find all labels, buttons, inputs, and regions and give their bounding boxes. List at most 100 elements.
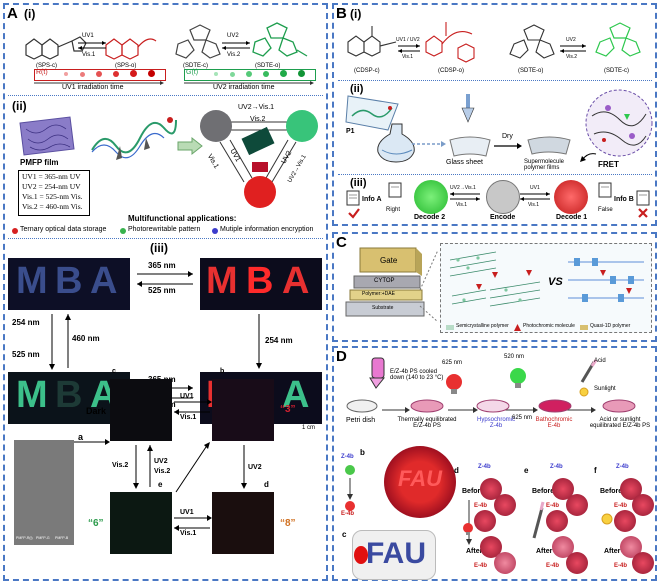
dish-e-before-3	[546, 510, 568, 532]
dish-f-after-2	[632, 552, 654, 574]
uv2-time-arrow	[184, 81, 314, 85]
uv2-vertical: UV2	[154, 458, 168, 465]
dish-f-before-2	[632, 494, 654, 516]
legend-photochromic-swatch	[514, 324, 521, 331]
gate-label: Gate	[380, 256, 398, 265]
molecule-sdte-c-b	[595, 22, 641, 57]
divider-b1	[338, 80, 652, 81]
g-dot-3	[246, 71, 252, 77]
z4b-e4b-marker	[345, 465, 355, 511]
after-d: After	[466, 548, 483, 555]
z4b-label: Z-4b	[341, 454, 354, 460]
r-dot-4	[113, 71, 119, 77]
state-red-square	[252, 162, 268, 172]
nm520-label: 520 nm	[504, 354, 525, 360]
col-d-e4b: E-4b	[474, 503, 488, 509]
decode2-label: Decode 2	[414, 214, 446, 221]
pmfp-film-label: PMFP film	[20, 158, 59, 167]
arrows-254-460-left	[49, 314, 71, 370]
dropper-icon	[461, 94, 475, 123]
d-e-label: e	[524, 466, 529, 475]
nm460-left: 460 nm	[72, 334, 100, 343]
d-c-label: c	[342, 530, 347, 539]
b-equilibrium-1	[398, 44, 420, 53]
nm525-top: 525 nm	[148, 286, 176, 295]
legend-quasi-swatch	[580, 325, 588, 330]
false-doc	[598, 182, 612, 198]
uv1-time-label: UV1 irradiation time	[62, 84, 124, 91]
mba-blue-photo	[8, 258, 130, 310]
col-f-e4b-after: E-4b	[614, 563, 628, 569]
panel-a-sub-ii: (ii)	[12, 99, 27, 113]
state-green-circle	[286, 110, 318, 142]
panel-a-sub-i: (i)	[24, 7, 36, 21]
panel-b-sub-iii: (iii)	[350, 177, 367, 189]
mba-green-photo	[8, 372, 130, 424]
nm254-right: 254 nm	[265, 336, 293, 345]
molecule-sps-o	[105, 38, 157, 60]
label-c: c	[112, 368, 116, 375]
legend-quasi: Quasi-1D polymer	[590, 323, 631, 329]
vis1-label: Vis.1	[82, 52, 96, 58]
sdte-c-label: (SDTE-c)	[183, 63, 208, 69]
divider-b2	[338, 174, 652, 175]
uv2-vis1-label: UV2→Vis.1	[450, 185, 476, 191]
b-ii-dashed-arrows	[412, 141, 446, 147]
app-3: Mutiple information encryption	[220, 226, 314, 233]
panel-b-sub-ii: (ii)	[350, 83, 364, 95]
panel-b-label: B	[336, 5, 347, 22]
d-b-label: b	[360, 448, 365, 457]
films-label: Supermolecule polymer films	[524, 159, 565, 171]
before-d: Before	[462, 488, 485, 495]
info-a-label: Info A	[362, 196, 382, 203]
petri-dish-icon	[346, 399, 378, 413]
vis1-small-label: Vis.1	[456, 202, 468, 208]
col-f-sun-icon	[601, 513, 613, 525]
col-d-e4b-after: E-4b	[474, 563, 488, 569]
vertical-arrows	[133, 445, 247, 489]
fret-label: FRET	[598, 160, 619, 169]
bulb-520-icon	[510, 368, 526, 388]
morphology-box	[440, 243, 652, 333]
molecule-sps-c	[25, 36, 87, 60]
info-b-doc	[636, 190, 650, 206]
sunlight-label: Sunlight	[594, 386, 616, 392]
molecule-sdte-c	[175, 24, 221, 59]
right-label: Right	[386, 207, 401, 213]
legend-semicrystalline: Semicrystalline polymer	[456, 323, 509, 329]
legend-semicrystalline-swatch	[446, 325, 454, 330]
label-3: “3”	[280, 404, 296, 415]
step-batho: Bathochromic E-4b	[535, 417, 573, 429]
uv1-time-arrow	[34, 81, 164, 85]
check-icon	[348, 208, 360, 219]
decode1-disk	[554, 180, 588, 214]
b-equilibrium-2	[560, 44, 586, 53]
dish-d-before-3	[474, 510, 496, 532]
after-e: After	[536, 548, 553, 555]
before-f: Before	[600, 488, 623, 495]
col-f-e4b: E-4b	[614, 503, 628, 509]
g-dot-1	[214, 72, 218, 76]
vis1-bottom-arrow: Vis.1	[180, 530, 197, 537]
label-d: d	[264, 480, 269, 489]
semicrystalline-morphology	[449, 251, 541, 307]
col-d-z4b: Z-4b	[478, 464, 491, 470]
array-6	[110, 492, 172, 554]
acid-label: Acid	[594, 358, 606, 364]
array-arrows	[174, 399, 212, 531]
uv2-label: UV2	[227, 33, 239, 39]
panel-b-sub-i: (i)	[350, 7, 362, 21]
state-red-circle	[244, 176, 276, 208]
encode-disk	[486, 180, 520, 214]
scale-bar-label: 1 cm	[302, 425, 316, 431]
mba-red-a: A	[282, 260, 310, 302]
sun-icon	[579, 387, 589, 397]
legend-b: PMFP-B	[55, 536, 69, 540]
ps-label: E/Z-4b PS cooled down (140 to 23 °C)	[390, 369, 444, 381]
fau-c-text: FAU	[366, 537, 426, 570]
r-dot-6	[148, 70, 155, 77]
polymer-p1-diagram	[345, 95, 399, 131]
cytop-label: CYTOP	[374, 278, 395, 284]
panel-d-label: D	[336, 348, 347, 365]
dish-equilibrated	[602, 399, 636, 413]
